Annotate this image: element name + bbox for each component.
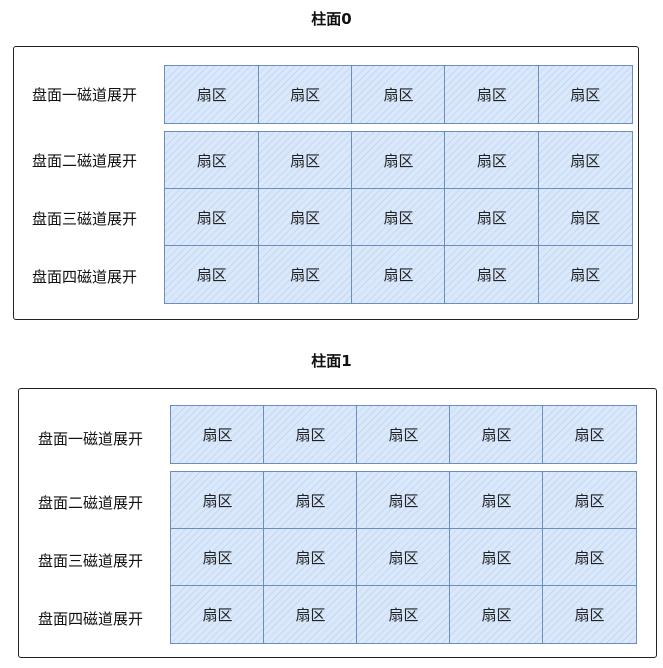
cylinder-1-frame	[18, 388, 657, 658]
sector-label: 扇区	[570, 86, 601, 104]
cylinder-0-rows-2-4-sectors: 扇区 扇区 扇区 扇区 扇区 扇区 扇区 扇区 扇区 扇区 扇区 扇区 扇区 扇…	[164, 131, 633, 304]
sector-label: 扇区	[202, 492, 233, 510]
sector-label: 扇区	[481, 426, 512, 444]
sector-cell: 扇区	[444, 131, 540, 190]
sector-cell: 扇区	[263, 528, 358, 587]
sector-cell: 扇区	[170, 528, 265, 587]
sector-cell: 扇区	[356, 405, 451, 464]
cylinder-0-frame	[13, 46, 639, 320]
sector-cell: 扇区	[164, 131, 260, 190]
sector-cell: 扇区	[542, 471, 637, 530]
sector-cell: 扇区	[356, 471, 451, 530]
cylinder-0-title: 柱面0	[311, 10, 352, 28]
sector-label: 扇区	[290, 152, 321, 170]
sector-label: 扇区	[574, 492, 605, 510]
sector-label: 扇区	[481, 549, 512, 567]
sector-label: 扇区	[196, 86, 227, 104]
sector-cell: 扇区	[356, 528, 451, 587]
sector-label: 扇区	[295, 606, 326, 624]
sector-cell: 扇区	[351, 65, 446, 124]
sector-label: 扇区	[383, 152, 414, 170]
sector-cell: 扇区	[263, 585, 358, 644]
sector-label: 扇区	[574, 606, 605, 624]
sector-label: 扇区	[476, 152, 507, 170]
sector-cell: 扇区	[257, 131, 353, 190]
sector-cell: 扇区	[351, 188, 446, 247]
sector-cell: 扇区	[257, 188, 353, 247]
cylinder-1-row-label: 盘面二磁道展开	[38, 494, 144, 512]
sector-cell: 扇区	[263, 471, 358, 530]
sector-cell: 扇区	[542, 405, 637, 464]
cylinder-1-row-label: 盘面四磁道展开	[38, 610, 144, 628]
sector-cell: 扇区	[444, 65, 540, 124]
sector-cell: 扇区	[170, 585, 265, 644]
sector-label: 扇区	[295, 549, 326, 567]
sector-label: 扇区	[476, 266, 507, 284]
sector-label: 扇区	[383, 209, 414, 227]
sector-cell: 扇区	[351, 131, 446, 190]
sector-cell: 扇区	[537, 245, 633, 304]
sector-label: 扇区	[476, 86, 507, 104]
sector-cell: 扇区	[170, 471, 265, 530]
sector-label: 扇区	[383, 266, 414, 284]
sector-label: 扇区	[570, 152, 601, 170]
sector-cell: 扇区	[449, 585, 544, 644]
sector-cell: 扇区	[164, 245, 260, 304]
sector-label: 扇区	[290, 266, 321, 284]
sector-cell: 扇区	[351, 245, 446, 304]
sector-label: 扇区	[388, 606, 419, 624]
sector-label: 扇区	[476, 209, 507, 227]
cylinder-0-row-1-sectors: 扇区 扇区 扇区 扇区 扇区	[164, 65, 633, 124]
sector-cell: 扇区	[170, 405, 265, 464]
sector-label: 扇区	[388, 492, 419, 510]
sector-label: 扇区	[202, 606, 233, 624]
sector-label: 扇区	[388, 549, 419, 567]
sector-cell: 扇区	[542, 585, 637, 644]
sector-cell: 扇区	[164, 65, 260, 124]
sector-label: 扇区	[574, 549, 605, 567]
sector-cell: 扇区	[537, 131, 633, 190]
sector-label: 扇区	[290, 209, 321, 227]
sector-cell: 扇区	[537, 188, 633, 247]
cylinder-1-title: 柱面1	[311, 352, 352, 370]
sector-cell: 扇区	[449, 405, 544, 464]
sector-cell: 扇区	[444, 245, 540, 304]
sector-cell: 扇区	[444, 188, 540, 247]
sector-label: 扇区	[574, 426, 605, 444]
sector-label: 扇区	[202, 549, 233, 567]
sector-cell: 扇区	[542, 528, 637, 587]
sector-label: 扇区	[196, 266, 227, 284]
cylinder-1-rows-2-4-sectors: 扇区 扇区 扇区 扇区 扇区 扇区 扇区 扇区 扇区 扇区 扇区 扇区 扇区 扇…	[170, 471, 637, 644]
sector-label: 扇区	[196, 209, 227, 227]
sector-cell: 扇区	[449, 528, 544, 587]
sector-cell: 扇区	[257, 245, 353, 304]
sector-label: 扇区	[388, 426, 419, 444]
sector-cell: 扇区	[356, 585, 451, 644]
sector-cell: 扇区	[537, 65, 633, 124]
sector-label: 扇区	[481, 606, 512, 624]
cylinder-1-row-label: 盘面三磁道展开	[38, 552, 144, 570]
sector-label: 扇区	[295, 426, 326, 444]
sector-label: 扇区	[383, 86, 414, 104]
sector-label: 扇区	[202, 426, 233, 444]
sector-cell: 扇区	[257, 65, 353, 124]
sector-label: 扇区	[295, 492, 326, 510]
cylinder-1-row-1-sectors: 扇区 扇区 扇区 扇区 扇区	[170, 405, 637, 464]
sector-label: 扇区	[570, 209, 601, 227]
cylinder-0-row-label: 盘面三磁道展开	[32, 210, 138, 228]
cylinder-0-row-label: 盘面四磁道展开	[32, 268, 138, 286]
sector-label: 扇区	[481, 492, 512, 510]
sector-cell: 扇区	[449, 471, 544, 530]
cylinder-0-row-label: 盘面二磁道展开	[32, 152, 138, 170]
sector-label: 扇区	[196, 152, 227, 170]
cylinder-1-row-label: 盘面一磁道展开	[38, 430, 144, 448]
sector-cell: 扇区	[263, 405, 358, 464]
sector-label: 扇区	[570, 266, 601, 284]
sector-label: 扇区	[290, 86, 321, 104]
sector-cell: 扇区	[164, 188, 260, 247]
cylinder-0-row-label: 盘面一磁道展开	[32, 86, 138, 104]
